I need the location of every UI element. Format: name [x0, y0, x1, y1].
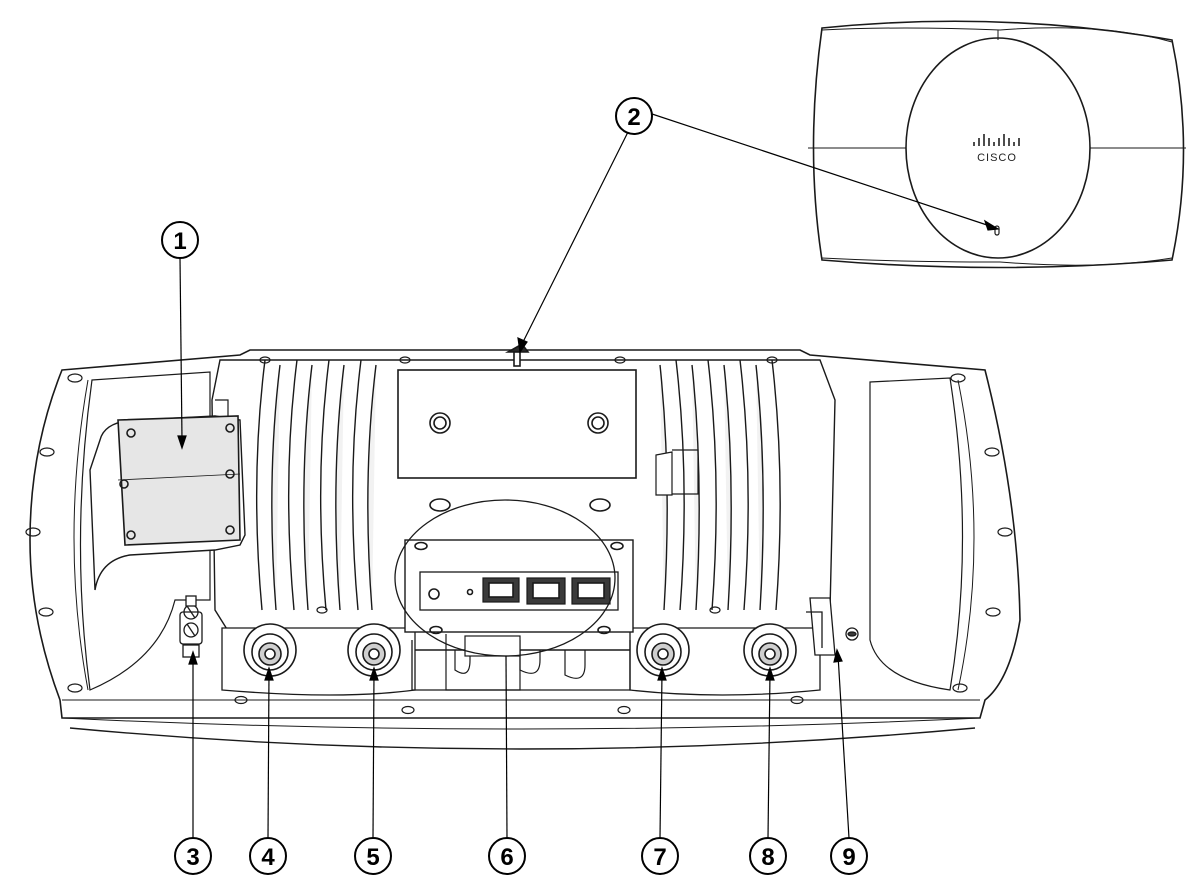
callout-bubbles: 1 2 3 4 5 6 7 8 [161, 97, 868, 875]
callout-7: 7 [641, 837, 679, 875]
antenna-connector-a [243, 623, 297, 677]
housing-screws [25, 356, 1013, 715]
mount-plate [397, 369, 637, 479]
antenna-connector-d [743, 623, 797, 677]
antenna-connector-c [636, 623, 690, 677]
callout-5: 5 [354, 837, 392, 875]
heatsink-fins-left [255, 359, 377, 611]
svg-text:1: 1 [173, 228, 186, 255]
callout-8: 8 [749, 837, 787, 875]
svg-text:9: 9 [842, 844, 855, 871]
callout-2: 2 [615, 97, 653, 135]
svg-text:8: 8 [761, 844, 774, 871]
svg-text:3: 3 [186, 844, 199, 871]
ethernet-port-1 [482, 577, 520, 603]
callout-9: 9 [830, 837, 868, 875]
cisco-wordmark: CISCO [977, 152, 1017, 164]
rear-view [25, 342, 1021, 750]
svg-text:5: 5 [366, 844, 379, 871]
side-bracket [806, 597, 859, 656]
heatsink-fins-right [659, 359, 781, 611]
front-view: CISCO [808, 20, 1186, 269]
callout-4: 4 [249, 837, 287, 875]
ethernet-port-3 [571, 577, 611, 605]
callout-3: 3 [174, 837, 212, 875]
cover-plate [89, 399, 246, 591]
ethernet-port-2 [526, 577, 566, 605]
ethernet-port-bay [394, 499, 634, 691]
leader-lines [177, 111, 1000, 839]
callout-6: 6 [488, 837, 526, 875]
callout-1: 1 [161, 221, 199, 259]
cisco-logo-icon [973, 134, 1020, 146]
svg-text:6: 6 [500, 844, 513, 871]
svg-text:7: 7 [653, 844, 666, 871]
ground-lug [179, 595, 203, 658]
svg-text:4: 4 [261, 844, 275, 871]
svg-text:2: 2 [627, 104, 640, 131]
